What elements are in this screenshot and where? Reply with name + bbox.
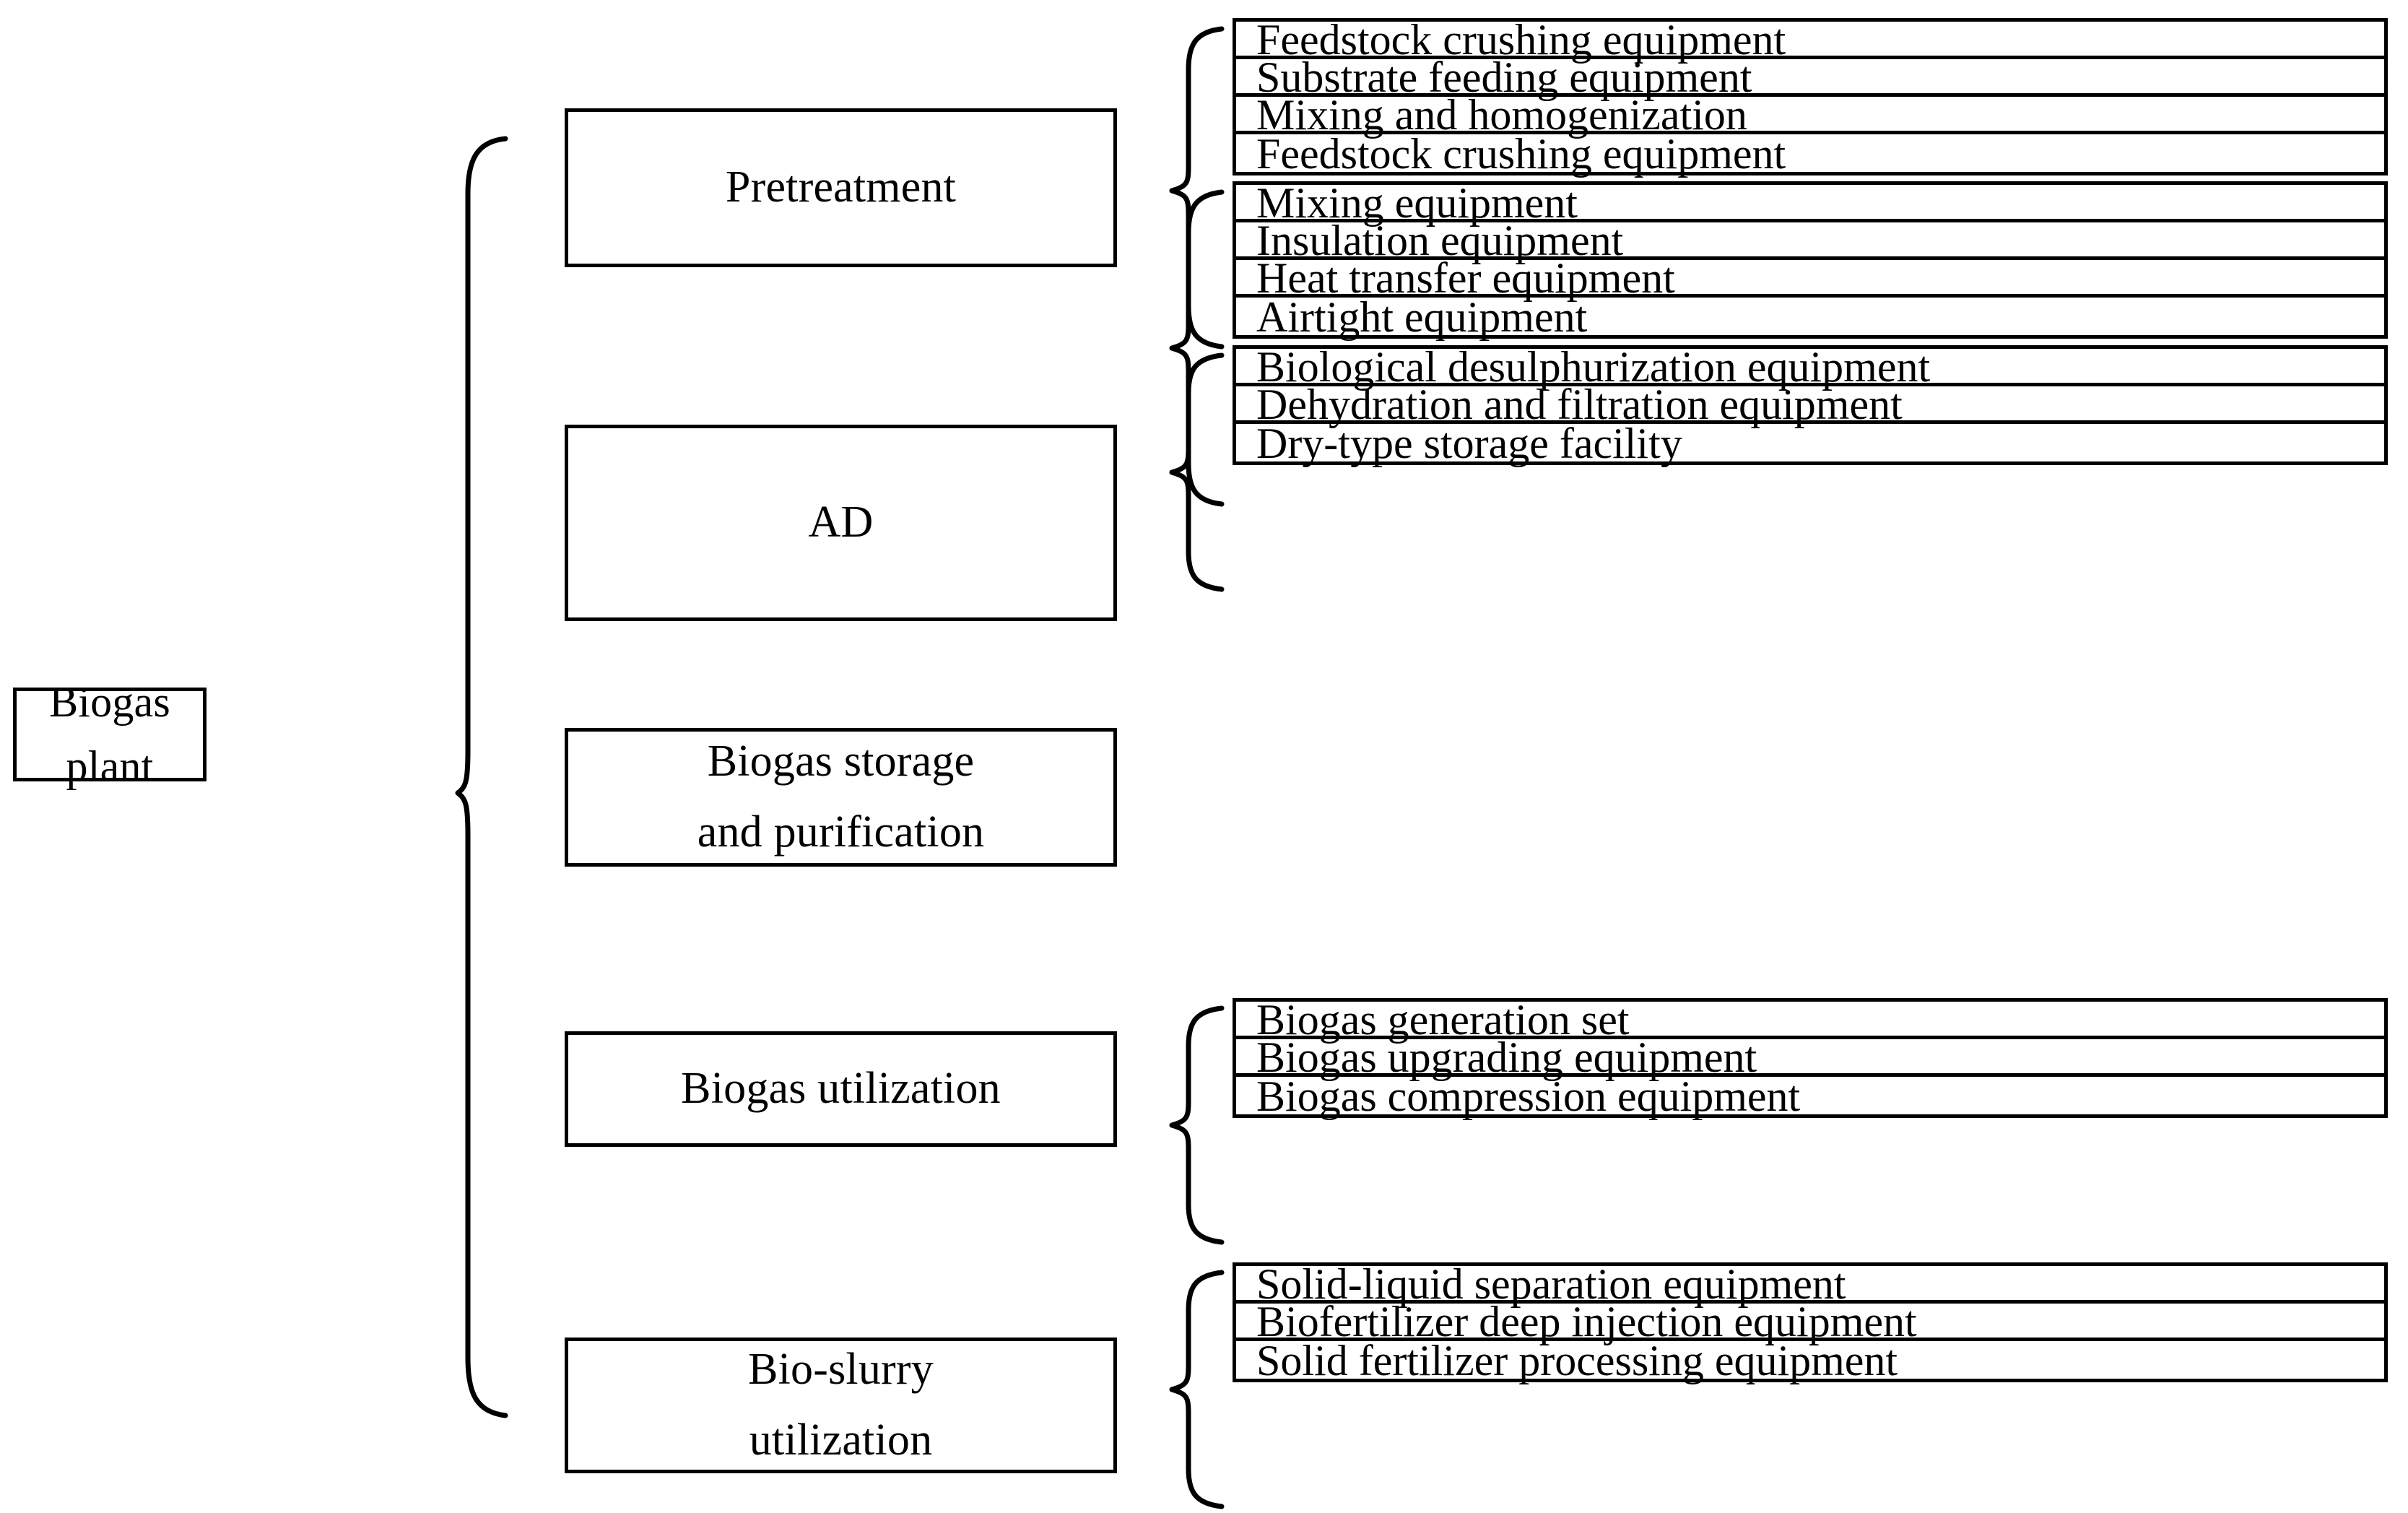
item-group-pretreatment: Feedstock crushing equipment Substrate f… [1233,18,2388,175]
item-row[interactable]: Biogas upgrading equipment [1236,1033,2384,1081]
item-label: Airtight equipment [1256,293,1588,341]
item-row[interactable]: Heat transfer equipment [1236,256,2384,300]
item-group-ad: Mixing equipment Insulation equipment He… [1233,181,2388,339]
item-row[interactable]: Biofertilizer deep injection equipment [1236,1300,2384,1343]
root-node-biogas-plant[interactable]: Biogas plant [13,678,207,790]
sub-brace-biogas-utilization [1169,1005,1225,1245]
item-row[interactable]: Mixing and homogenization [1236,93,2384,136]
item-row[interactable]: Solid fertilizer processing equipment [1236,1337,2384,1384]
item-label: Mixing equipment [1256,178,1578,227]
item-label: Dehydration and filtration equipment [1256,380,1903,428]
stage-node-pretreatment-label: Pretreatment [725,162,957,212]
item-row[interactable]: Feedstock crushing equipment [1236,18,2384,61]
item-row[interactable]: Biogas generation set [1236,998,2384,1041]
item-row[interactable]: Solid-liquid separation equipment [1236,1262,2384,1306]
stage-node-bio-slurry-utilization[interactable]: Bio-slurry utilization [565,1338,1117,1473]
main-brace [455,136,508,1418]
item-row[interactable]: Substrate feeding equipment [1236,53,2384,101]
item-label: Feedstock crushing equipment [1256,130,1786,178]
item-label: Dry-type storage facility [1256,420,1682,467]
item-label: Feedstock crushing equipment [1256,15,1786,64]
item-row[interactable]: Dry-type storage facility [1236,422,2384,465]
item-label: Heat transfer equipment [1256,253,1675,302]
item-row[interactable]: Biogas compression equipment [1236,1075,2384,1118]
root-node-label-line2: plant [66,742,154,790]
stage-node-ad[interactable]: AD [565,425,1117,621]
item-group-biogas-utilization: Biogas generation set Biogas upgrading e… [1233,998,2388,1118]
stage-node-biogas-storage-label-line1: Biogas storage [707,737,975,786]
item-row[interactable]: Biological desulphurization equipment [1236,345,2384,389]
sub-brace-biogas-storage-and-purification [1169,352,1225,592]
item-group-bio-slurry-utilization: Solid-liquid separation equipment Biofer… [1233,1262,2388,1382]
stage-node-biogas-utilization[interactable]: Biogas utilization [565,1031,1117,1147]
item-label: Biological desulphurization equipment [1256,342,1931,391]
item-label: Substrate feeding equipment [1256,53,1752,101]
item-row[interactable]: Airtight equipment [1236,295,2384,339]
item-group-biogas-storage-and-purification: Biological desulphurization equipment De… [1233,345,2388,465]
item-row[interactable]: Mixing equipment [1236,181,2384,225]
stage-node-biogas-storage-and-purification[interactable]: Biogas storage and purification [565,728,1117,867]
sub-brace-ad [1169,189,1225,507]
stage-node-biogas-storage-label-line2: and purification [697,807,985,857]
item-row[interactable]: Insulation equipment [1236,216,2384,264]
item-label: Biofertilizer deep injection equipment [1256,1297,1917,1345]
stage-node-pretreatment[interactable]: Pretreatment [565,108,1117,267]
item-label: Mixing and homogenization [1256,90,1747,139]
stage-node-bio-slurry-label-line1: Bio-slurry [748,1345,934,1395]
item-label: Biogas generation set [1256,995,1630,1044]
sub-brace-pretreatment [1169,26,1225,350]
item-label: Solid-liquid separation equipment [1256,1260,1846,1308]
item-label: Solid fertilizer processing equipment [1256,1337,1898,1384]
item-label: Biogas compression equipment [1256,1072,1801,1120]
root-node-label-line1: Biogas [49,677,170,726]
sub-brace-bio-slurry-utilization [1169,1270,1225,1509]
item-label: Insulation equipment [1256,216,1624,264]
item-label: Biogas upgrading equipment [1256,1033,1757,1081]
stage-node-biogas-utilization-label: Biogas utilization [681,1064,1001,1114]
item-row[interactable]: Dehydration and filtration equipment [1236,380,2384,428]
item-row[interactable]: Feedstock crushing equipment [1236,130,2384,178]
stage-node-bio-slurry-label-line2: utilization [749,1416,933,1465]
stage-node-ad-label: AD [808,498,874,547]
